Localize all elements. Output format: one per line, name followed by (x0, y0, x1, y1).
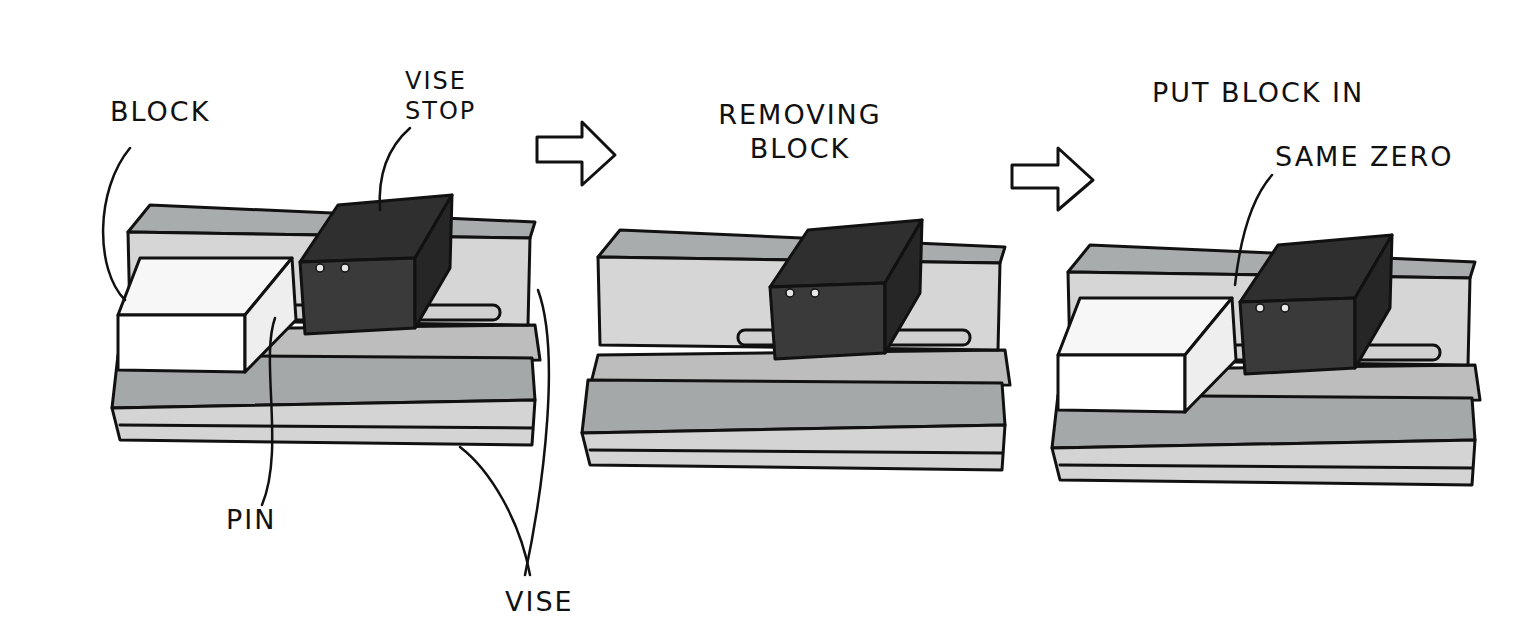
part-label: VISE STOP (405, 66, 525, 126)
part-label: REMOVING BLOCK (690, 98, 910, 166)
part-label: SAME ZERO (1275, 140, 1525, 174)
part-label: PIN (226, 503, 346, 537)
part-label: VISE (505, 585, 625, 619)
part-label: PUT BLOCK IN (1152, 76, 1472, 110)
part-label: BLOCK (110, 95, 290, 129)
